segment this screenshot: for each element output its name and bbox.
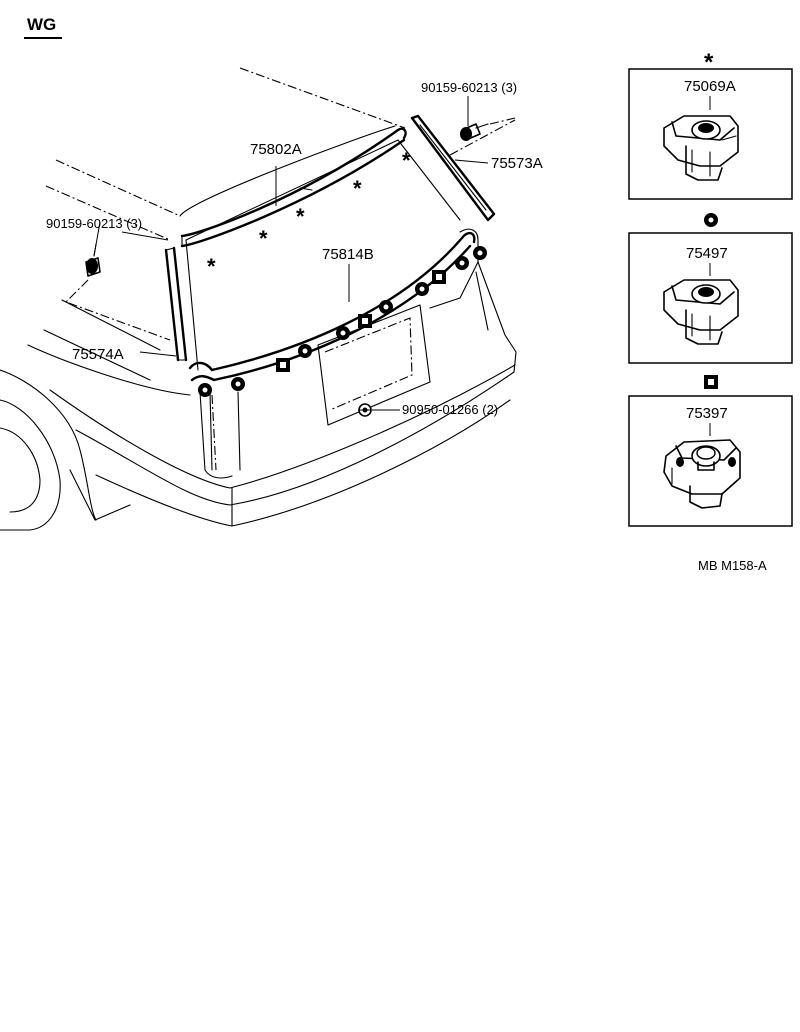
- asterisk-clip-marker: *: [296, 204, 305, 229]
- asterisk-clip-markers: * * * * *: [207, 148, 411, 279]
- round-clip-symbol: [704, 213, 718, 227]
- callout-clip-plug: 90950-01266 (2): [402, 402, 498, 417]
- callout-left-molding: 75574A: [72, 346, 124, 363]
- bolt-top: [460, 123, 489, 141]
- square-clip-marker: [432, 270, 446, 284]
- asterisk-clip-marker: *: [207, 254, 216, 279]
- square-clip-marker: [276, 358, 290, 372]
- round-clip-marker: [379, 300, 393, 314]
- bolt-top-dash-line: [489, 117, 516, 125]
- round-clip-marker: [336, 326, 350, 340]
- square-clip-marker: [358, 314, 372, 328]
- vehicle-body-outline: [0, 67, 517, 531]
- clip-plug: [358, 403, 372, 417]
- callout-lower-molding: 75814B: [322, 246, 374, 263]
- square-clip-symbol: [704, 375, 718, 389]
- diagram-code: WG: [27, 15, 57, 34]
- back-window-glass: [185, 139, 461, 371]
- callout-bolt-top: 90159-60213 (3): [421, 80, 517, 95]
- clip-detail-square: 75397: [628, 375, 793, 527]
- bolt-top-dash-line: [449, 119, 516, 156]
- diagram-code-underline: [24, 37, 62, 39]
- round-clip-marker: [231, 377, 245, 391]
- round-clip-marker: [198, 383, 212, 397]
- asterisk-symbol: *: [704, 49, 714, 76]
- round-clip-marker: [415, 282, 429, 296]
- upper-molding-75802a: [180, 127, 407, 248]
- right-molding-75573a: [410, 114, 496, 222]
- bolt-left-dash-line: [65, 279, 171, 341]
- callout-right-molding: 75573A: [491, 155, 543, 172]
- clip-detail-part-number: 75069A: [684, 78, 736, 95]
- clip-detail-round: 75497: [628, 213, 793, 364]
- asterisk-clip-marker: *: [353, 176, 362, 201]
- callout-bolt-left: 90159-60213 (3): [46, 216, 142, 231]
- round-clip-markers: [198, 246, 487, 397]
- bolt-left: [85, 243, 101, 277]
- asterisk-clip-marker: *: [402, 148, 411, 173]
- clip-detail-asterisk: * 75069A: [628, 49, 793, 200]
- round-clip-marker: [455, 256, 469, 270]
- round-clip-marker: [298, 344, 312, 358]
- left-molding-75574a: [164, 246, 188, 362]
- leader-lines: [93, 96, 489, 411]
- clip-75069a-drawing: [663, 115, 739, 181]
- clip-detail-part-number: 75497: [686, 245, 728, 262]
- clip-75397-drawing: [663, 439, 741, 509]
- diagram-reference: MB M158-A: [698, 558, 767, 573]
- clip-detail-part-number: 75397: [686, 405, 728, 422]
- asterisk-clip-marker: *: [259, 226, 268, 251]
- square-clip-markers: [276, 270, 446, 372]
- round-clip-marker: [473, 246, 487, 260]
- callout-upper-molding: 75802A: [250, 141, 302, 158]
- clip-75497-drawing: [663, 279, 739, 345]
